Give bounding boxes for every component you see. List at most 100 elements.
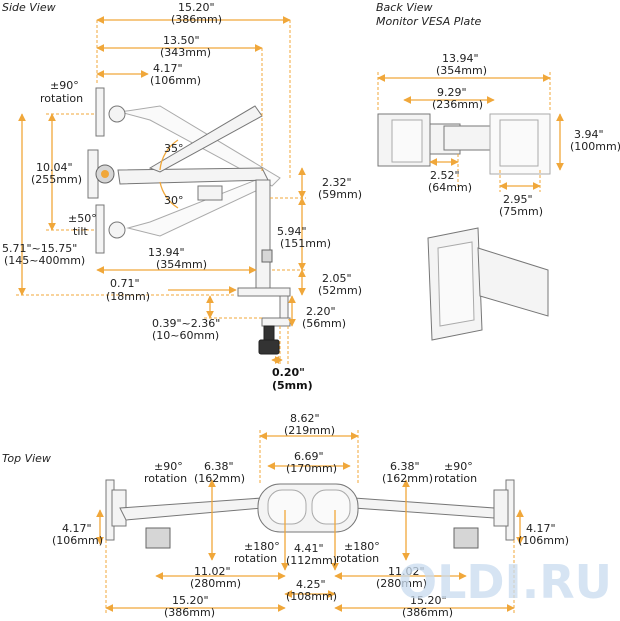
top-rot180-right-b: rotation: [336, 552, 379, 565]
side-d-5: (5mm): [272, 379, 313, 392]
hub-left-pocket: [267, 489, 307, 525]
top-d-6-38-left: 6.38": [204, 460, 234, 473]
side-d-0-20: 0.20": [272, 366, 305, 379]
tilt-joint-lower: [108, 221, 126, 239]
pivot-dot: [101, 170, 109, 178]
side-d-5-94: 5.94": [277, 225, 307, 238]
vesa-perspective-bar: [477, 247, 549, 317]
back-d-9-29: 9.29": [437, 86, 467, 99]
arm-lower-ghost: [126, 179, 263, 237]
top-d-6-69: 6.69": [294, 450, 324, 463]
pole-collar: [261, 249, 273, 263]
top-d-106-left: (106mm): [52, 534, 103, 547]
side-d-4-17: 4.17": [153, 62, 183, 75]
top-d-280-right: (280mm): [376, 577, 427, 590]
side-view-drawing: [87, 87, 291, 355]
side-d-0-39: 0.39"~2.36": [152, 317, 220, 330]
top-d-8-62: 8.62": [290, 412, 320, 425]
back-view-subtitle: Monitor VESA Plate: [376, 15, 482, 28]
side-d-59: (59mm): [318, 188, 362, 201]
vesa-head-right: [493, 489, 509, 527]
side-d-56: (56mm): [302, 317, 346, 330]
vesa-plate-lower: [95, 204, 105, 254]
top-rot-left-b: rotation: [144, 472, 187, 485]
side-ang-30: 30°: [164, 194, 184, 207]
back-d-100: (100mm): [570, 140, 620, 153]
top-d-6-38-right: 6.38": [390, 460, 420, 473]
side-d-343: (343mm): [160, 46, 211, 59]
watermark-logo: OLDI.RU: [398, 555, 612, 609]
top-rot-right-a: ±90°: [444, 460, 473, 473]
side-d-18: (18mm): [106, 290, 150, 303]
back-d-13-94: 13.94": [442, 52, 479, 65]
top-d-4-25: 4.25": [296, 578, 326, 591]
top-rot180-left-a: ±180°: [244, 540, 280, 553]
back-d-354: (354mm): [436, 64, 487, 77]
top-d-280-left: (280mm): [190, 577, 241, 590]
top-d-4-17-right: 4.17": [526, 522, 556, 535]
top-d-386-left: (386mm): [164, 606, 215, 619]
clamp-screw: [263, 325, 275, 341]
top-d-15-20-right: 15.20": [410, 594, 447, 607]
top-d-15-20-left: 15.20": [172, 594, 209, 607]
side-d-15-20: 15.20": [178, 1, 215, 14]
side-ang-35: 35°: [164, 142, 184, 155]
pole: [255, 179, 271, 291]
side-d-145-400: (145~400mm): [4, 254, 85, 267]
side-dimensions: 15.20" (386mm) 13.50" (343mm) 4.17" (106…: [2, 1, 362, 392]
clamp-top-plate: [237, 287, 291, 297]
back-d-2-95: 2.95": [503, 193, 533, 206]
hub-right-pocket: [311, 489, 351, 525]
top-d-106-right: (106mm): [518, 534, 569, 547]
side-rot-b: rotation: [40, 92, 83, 105]
side-d-52: (52mm): [318, 284, 362, 297]
top-d-219: (219mm): [284, 424, 335, 437]
back-d-236: (236mm): [432, 98, 483, 111]
top-d-112: (112mm): [286, 554, 337, 567]
side-d-354: (354mm): [156, 258, 207, 271]
top-d-170: (170mm): [286, 462, 337, 475]
side-d-10-60: (10~60mm): [152, 329, 219, 342]
side-d-386: (386mm): [171, 13, 222, 26]
vesa-plate-upper: [95, 87, 105, 137]
back-view-drawing: [377, 113, 551, 341]
top-d-162-left: (162mm): [194, 472, 245, 485]
joint-right: [453, 527, 479, 549]
vesa-perspective-inner: [437, 241, 475, 327]
top-rot-right-b: rotation: [434, 472, 477, 485]
side-d-13-94: 13.94": [148, 246, 185, 259]
arm-joint-box: [197, 185, 223, 201]
top-view-drawing: [105, 479, 515, 549]
clamp-knob: [258, 339, 280, 355]
top-d-108: (108mm): [286, 590, 337, 603]
side-tilt-a: ±50°: [68, 212, 97, 225]
side-d-151: (151mm): [280, 237, 331, 250]
tilt-joint-upper: [108, 105, 126, 123]
arm-main: [117, 167, 269, 185]
joint-left: [145, 527, 171, 549]
side-d-5-71: 5.71"~15.75": [2, 242, 77, 255]
top-d-386-right: (386mm): [402, 606, 453, 619]
vesa-inner-left: [391, 119, 423, 163]
top-dimensions: 8.62" (219mm) 6.69" (170mm) ±90° rotatio…: [52, 412, 569, 619]
clamp-lower-plate: [261, 317, 291, 327]
side-d-255: (255mm): [31, 173, 82, 186]
top-d-4-41: 4.41": [294, 542, 324, 555]
side-d-2-05: 2.05": [322, 272, 352, 285]
top-d-11-02-right: 11.02": [388, 565, 425, 578]
side-d-10-04: 10.04": [36, 161, 73, 174]
back-dimensions: 13.94" (354mm) 9.29" (236mm) 3.94" (100m…: [377, 52, 620, 218]
side-d-106: (106mm): [150, 74, 201, 87]
side-d-13-50: 13.50": [163, 34, 200, 47]
side-d-2-32: 2.32": [322, 176, 352, 189]
arm-left: [119, 497, 263, 521]
side-d-0-71: 0.71": [110, 277, 140, 290]
top-rot180-left-b: rotation: [234, 552, 277, 565]
back-d-64: (64mm): [428, 181, 472, 194]
back-d-3-94: 3.94": [574, 128, 604, 141]
top-rot180-right-a: ±180°: [344, 540, 380, 553]
side-tilt-b: tilt: [73, 225, 88, 238]
top-d-4-17-left: 4.17": [62, 522, 92, 535]
top-d-162-right: (162mm): [382, 472, 433, 485]
